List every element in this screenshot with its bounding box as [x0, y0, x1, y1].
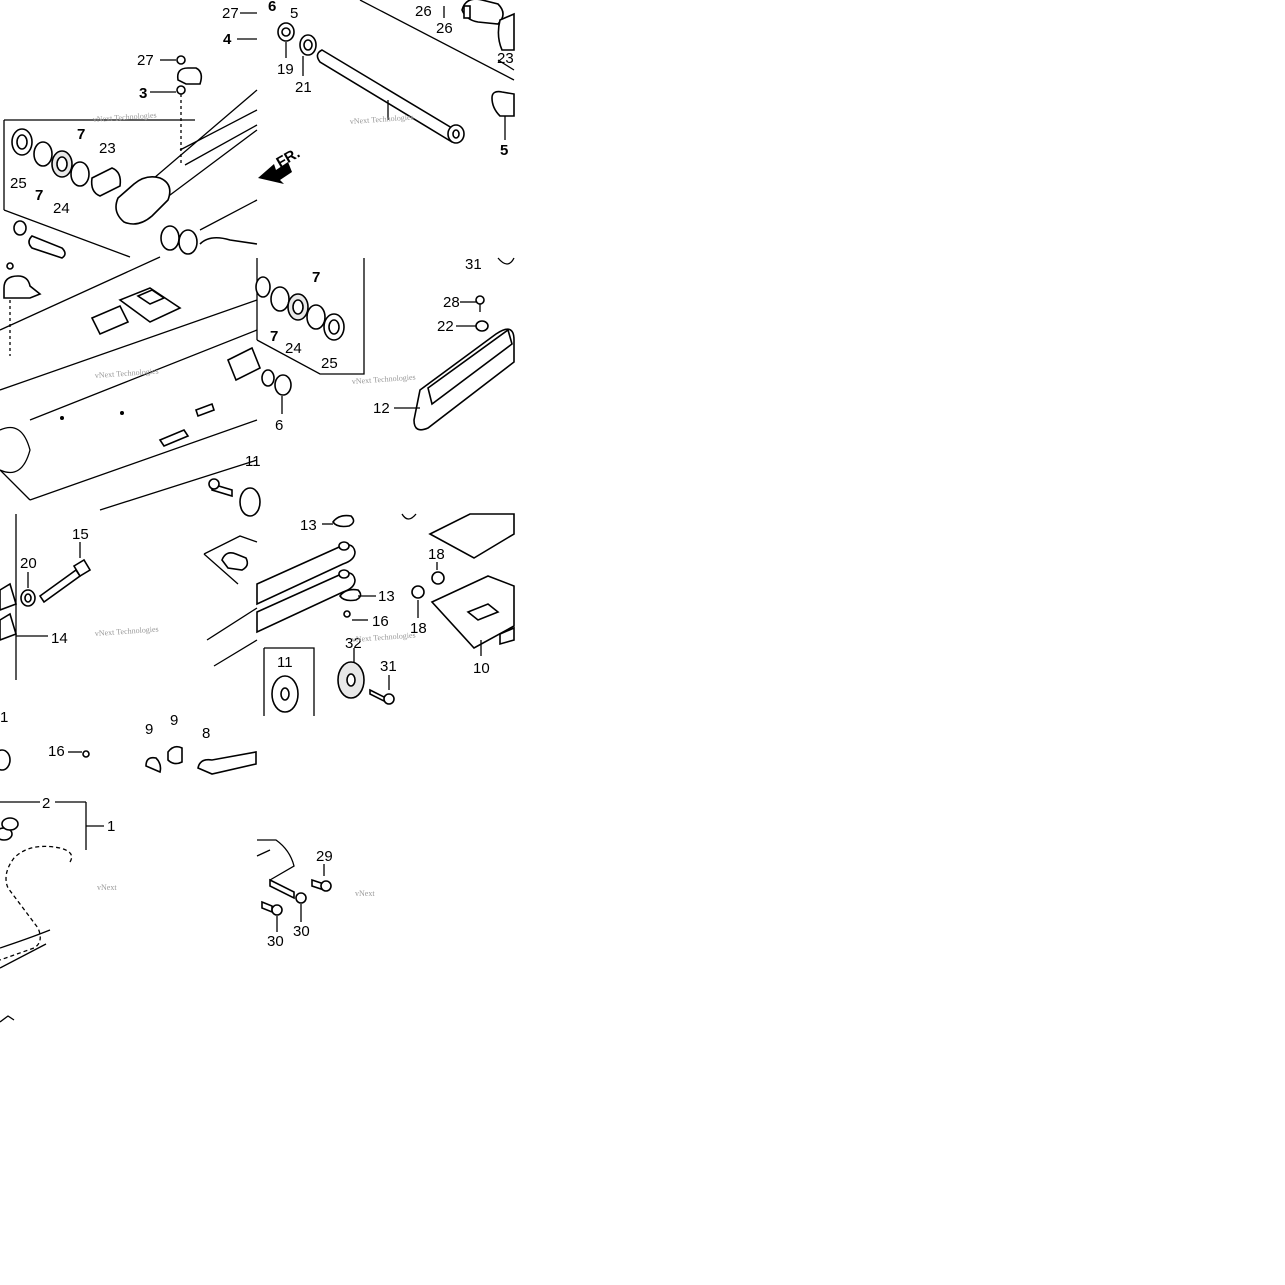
watermark: vNext Technologies — [352, 631, 416, 644]
label-12: 12 — [373, 400, 390, 417]
bushing-23a — [90, 167, 122, 197]
label-30: 30 — [293, 923, 310, 940]
watermark-partial: vNext — [97, 883, 117, 892]
diagram-tile-drive-chain: 1 16 9 9 8 2 1 vNext — [0, 709, 257, 1023]
label-30: 30 — [267, 933, 284, 950]
clamp-upper-left — [3, 275, 42, 299]
watermark: vNext Technologies — [350, 113, 414, 126]
label-11: 11 — [277, 654, 293, 671]
label-6: 6 — [275, 417, 283, 434]
label-5: 5 — [290, 5, 298, 22]
label-8: 8 — [202, 725, 210, 742]
label-15: 15 — [72, 526, 89, 543]
diagram-tile-chain-slider: 13 18 13 16 18 32 11 31 10 vNext Technol… — [256, 513, 515, 716]
front-direction-arrow — [258, 162, 292, 184]
bolt-30a — [269, 878, 295, 900]
label-18: 18 — [410, 620, 427, 637]
label-6: 6 — [268, 0, 276, 15]
chain-joint — [221, 552, 249, 571]
adjuster-bolt-15 — [38, 568, 82, 604]
diagram-tile-chain-adjuster: 15 20 14 vNext Technologies — [0, 514, 258, 680]
nut-18b — [411, 585, 425, 599]
label-3: 3 — [139, 85, 147, 102]
diagram-tile-bolts: 29 30 30 vNext — [256, 839, 375, 950]
watermark-partial: vNext — [355, 889, 375, 898]
nut-18a — [431, 571, 445, 585]
label-7: 7 — [312, 269, 320, 286]
label-9: 9 — [145, 721, 153, 738]
label-16: 16 — [48, 743, 65, 760]
label-25: 25 — [321, 355, 338, 372]
washer-7b — [70, 161, 90, 187]
label-2: 2 — [42, 795, 50, 812]
label-7: 7 — [270, 328, 278, 345]
label-31: 31 — [465, 256, 482, 273]
label-13: 13 — [300, 517, 317, 534]
label-29: 29 — [316, 848, 333, 865]
watermark: vNext Technologies — [352, 373, 416, 386]
label-31: 31 — [380, 658, 397, 675]
label-27: 27 — [137, 52, 154, 69]
label-23: 23 — [99, 140, 116, 157]
bolt-30b — [261, 900, 273, 914]
label-16: 16 — [372, 613, 389, 630]
label-4: 4 — [223, 31, 232, 48]
diagram-tile-swingarm-body: 11 vNext Technologies — [0, 256, 275, 517]
label-11: 11 — [245, 453, 261, 470]
label-19: 19 — [277, 61, 294, 78]
diagram-tile-swingarm-pivot: 27 4 27 3 7 23 25 7 24 vNext Technologie… — [3, 5, 258, 259]
collar-lower — [28, 235, 66, 259]
label-32: 32 — [345, 635, 362, 652]
label-26: 26 — [436, 20, 453, 37]
label-1: 1 — [0, 709, 8, 726]
label-1: 1 — [107, 818, 115, 835]
washer-7a — [33, 141, 53, 167]
swingarm-block — [118, 287, 182, 323]
label-28: 28 — [443, 294, 460, 311]
label-13: 13 — [378, 588, 395, 605]
label-23: 23 — [497, 50, 514, 67]
label-22: 22 — [437, 318, 454, 335]
nut-22 — [475, 320, 489, 332]
collar-9b — [167, 745, 183, 765]
diagram-tile-pivot-bolt: FR. 6 5 26 26 23 19 21 5 vNext Technolog… — [258, 0, 515, 184]
watermark: vNext Technologies — [93, 111, 157, 124]
label-24: 24 — [285, 340, 302, 357]
label-10: 10 — [473, 660, 490, 677]
front-direction-label: FR. — [274, 145, 303, 172]
washer-7d — [306, 304, 326, 330]
washer-7c — [270, 286, 290, 312]
label-26: 26 — [415, 3, 432, 20]
label-25: 25 — [10, 175, 27, 192]
label-14: 14 — [51, 630, 68, 647]
pivot-bolt-5 — [316, 49, 460, 143]
label-9: 9 — [170, 712, 178, 729]
watermark: vNext Technologies — [95, 367, 159, 380]
label-27: 27 — [222, 5, 239, 22]
diagram-tile-right-bearings: 31 28 22 7 7 24 25 6 12 vNext Technologi… — [255, 256, 515, 434]
bracket-3 — [176, 67, 203, 85]
label-18: 18 — [428, 546, 445, 563]
part-8 — [197, 751, 257, 775]
label-21: 21 — [295, 79, 312, 96]
label-5: 5 — [500, 142, 508, 159]
collar-6 — [274, 374, 292, 396]
label-7: 7 — [35, 187, 43, 204]
grommet-13a — [332, 514, 355, 528]
guide-upper — [428, 513, 515, 559]
label-24: 24 — [53, 200, 70, 217]
collar-9a — [145, 756, 162, 774]
pivot-collar — [115, 176, 171, 225]
bushing-23b — [497, 12, 515, 51]
watermark: vNext Technologies — [95, 625, 159, 638]
label-7: 7 — [77, 126, 85, 143]
label-20: 20 — [20, 555, 37, 572]
sleeve-5 — [491, 90, 515, 117]
drive-chain-1 — [0, 845, 73, 961]
